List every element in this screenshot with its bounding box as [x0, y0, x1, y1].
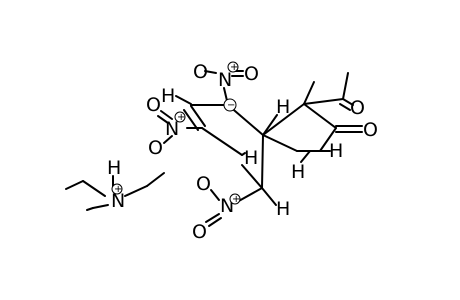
counterion-atoms: H N +: [107, 157, 125, 212]
bond-bridgehead-h-left: [241, 152, 246, 156]
atom-ammonium-h: H: [107, 157, 121, 179]
bond-ethyl1-b: [65, 180, 84, 190]
atom-o-left: O: [146, 94, 161, 116]
atom-o-left-lower: O: [148, 137, 163, 159]
bond-acetyl-methyl: [342, 72, 349, 100]
charge-nitro-bottom: +: [232, 194, 240, 205]
bond-acetyl-co-a: [342, 98, 354, 106]
bond-nitro-bottom-o-b: [208, 217, 222, 227]
charge-nitro-top-circle: [227, 61, 239, 73]
bond-ethyl3-a: [92, 204, 109, 209]
bond-bridge-h: [261, 187, 277, 206]
charge-nitro-left: +: [177, 112, 185, 123]
anion-charges: − + + +: [174, 61, 241, 205]
bond-bridgehead-ch2: [262, 134, 298, 152]
bond-bridgehead-h-right: [262, 114, 278, 136]
bond-nitro-left-o-b: [157, 115, 169, 124]
anion-atoms: N O O H O N O H O O H H H N O O H: [146, 61, 378, 243]
atom-h-ch2-right: H: [329, 140, 343, 162]
atom-h-bridgehead-right: H: [276, 96, 290, 118]
bond-acetyl-co-b: [339, 103, 351, 111]
atom-o-ketone: O: [363, 119, 378, 141]
bond-nitro-left-o-a: [160, 110, 173, 120]
charge-carbanion: −: [227, 100, 235, 111]
bond-bridge-nitro: [236, 187, 263, 203]
atom-o-top-left: O: [193, 61, 208, 83]
charge-nitro-top: +: [230, 62, 238, 73]
counterion-bonds: [65, 172, 165, 211]
bond-ketone-ch2: [319, 127, 337, 152]
atom-o-bottom: O: [192, 221, 207, 243]
bond-nitro-bottom-o-a: [205, 213, 220, 223]
atom-o-acetyl: O: [350, 97, 365, 119]
charge-ammonium-circle: [111, 183, 123, 195]
bond-ethyl2-a: [124, 185, 148, 197]
charge-carbanion-circle: [223, 98, 237, 112]
bond-h-vinyl: [175, 95, 192, 105]
charge-nitro-bottom-circle: [229, 193, 241, 205]
bond-ethyl2-b: [146, 172, 165, 187]
bond-ethyl1-a: [82, 180, 106, 197]
bond-cc-double-b: [183, 109, 199, 131]
bond-bridgehead-bridge-left: [241, 164, 263, 189]
atom-h-ch2-lower: H: [291, 161, 305, 183]
atom-o-bottom-upper: O: [196, 173, 211, 195]
bond-quaternary-acetyl: [303, 98, 344, 105]
bond-bridgehead-bridge-right: [261, 134, 264, 189]
bond-bridgehead-quaternary: [262, 103, 305, 136]
atom-o-top-right: O: [244, 63, 259, 85]
charge-nitro-left-circle: [174, 111, 186, 123]
atom-h-bottom: H: [276, 198, 290, 220]
bond-methyl: [303, 81, 315, 105]
bond-nitro-left-o-lower: [163, 135, 173, 144]
bond-ethyl3-b: [86, 207, 94, 211]
bond-cc-double-a: [190, 105, 206, 127]
bond-nitro-bottom-o-upper: [210, 189, 220, 201]
atom-h-vinyl: H: [161, 85, 175, 107]
atom-n-top: N: [218, 69, 232, 91]
atom-ammonium-n: N: [111, 190, 125, 212]
bond-quaternary-ketone: [303, 103, 337, 129]
charge-ammonium: +: [114, 184, 122, 195]
bond-ch2-h-lower: [300, 150, 311, 163]
bond-nitro-top-o-left: [204, 70, 217, 74]
atom-n-left: N: [165, 118, 179, 140]
atom-h-bridgehead-left: H: [244, 147, 258, 169]
bond-alkene-bridgehead: [201, 127, 243, 156]
